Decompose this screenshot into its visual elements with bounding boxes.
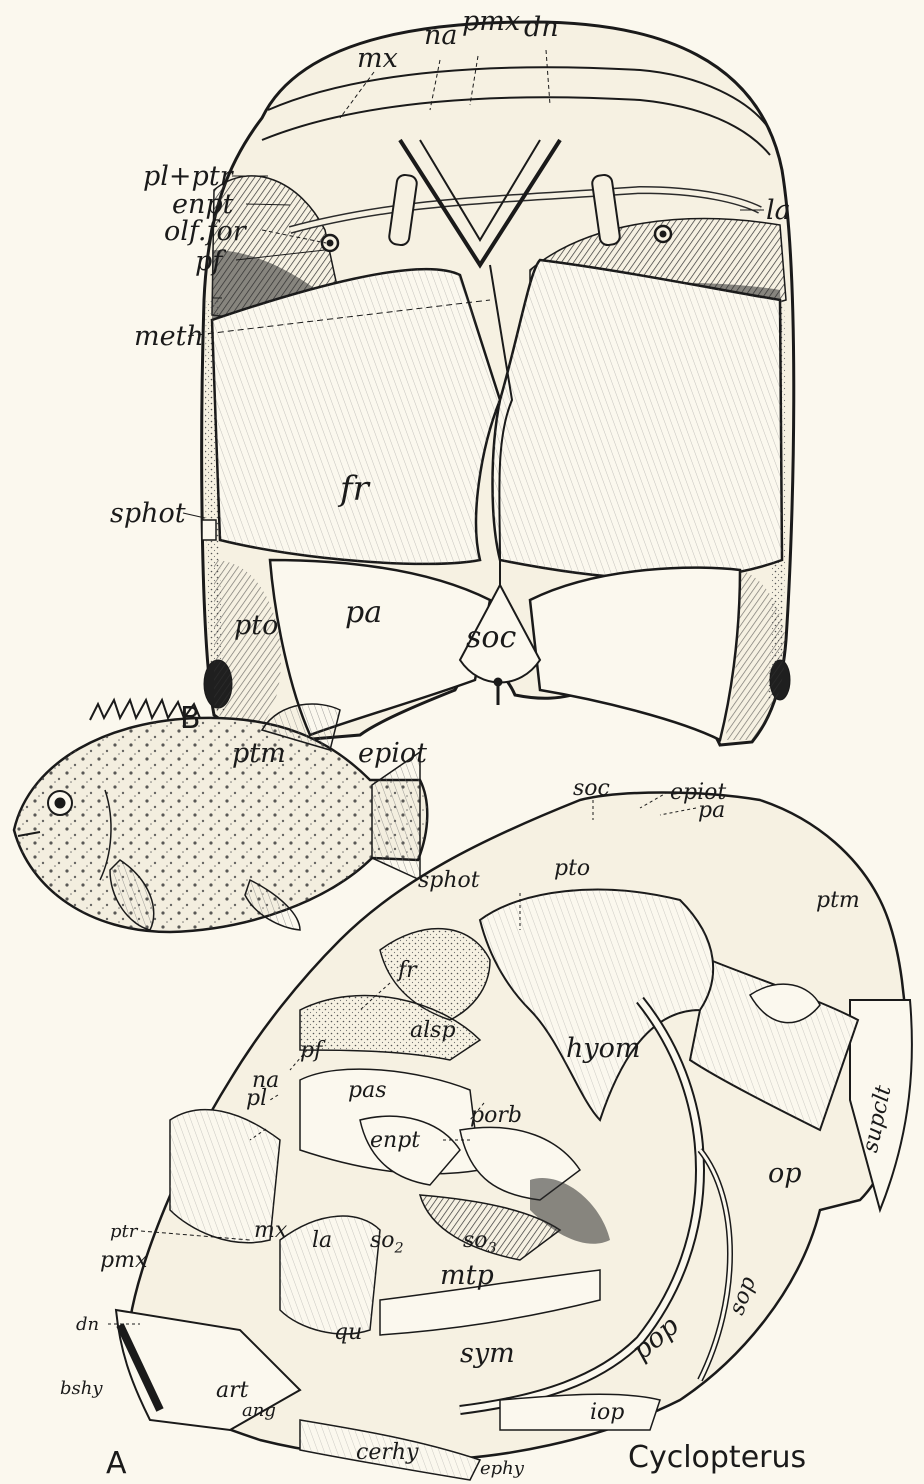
panel-label-b: B (180, 701, 201, 736)
label-b-meth: meth (134, 323, 204, 350)
label-b-la: la (766, 197, 791, 224)
label-a-pto: pto (554, 858, 590, 880)
label-a-iop: iop (590, 1402, 624, 1424)
label-a-pmx: pmx (100, 1250, 147, 1272)
label-a-op: op (768, 1160, 802, 1187)
label-b-mx: mx (357, 45, 398, 72)
genus-caption: Cyclopterus (628, 1440, 806, 1475)
label-b-pa: pa (345, 598, 382, 628)
lumpfish-sketch (14, 700, 427, 932)
label-b-fr: fr (340, 472, 369, 506)
label-b-olf-for: olf.for (164, 218, 246, 245)
label-a-qu: qu (334, 1322, 362, 1344)
label-a-la: la (312, 1230, 332, 1252)
label-a-alsp: alsp (410, 1020, 456, 1042)
label-a-sphot: sphot (418, 870, 480, 892)
label-b-pf: pf (195, 248, 222, 275)
label-a-so3: so3 (463, 1230, 497, 1256)
label-b-dn: dn (524, 14, 559, 41)
label-a-ptm: ptm (816, 890, 860, 912)
label-a-fr: fr (398, 960, 417, 982)
panel-label-a: A (106, 1446, 127, 1481)
label-a-soc: soc (573, 778, 610, 800)
label-a-cerhy: cerhy (356, 1442, 418, 1464)
label-b-pmx: pmx (462, 8, 520, 35)
label-b-epiot: epiot (358, 740, 427, 767)
label-b-soc: soc (466, 623, 516, 653)
label-a-bshy: bshy (60, 1380, 103, 1398)
label-a-ptr: ptr (110, 1223, 137, 1241)
label-a-art: art (216, 1380, 248, 1402)
label-a-mx: mx (254, 1220, 287, 1242)
label-a-porb: porb (470, 1105, 522, 1127)
label-a-enpt: enpt (370, 1130, 420, 1152)
label-a-sym: sym (460, 1340, 515, 1367)
label-a-ephy: ephy (480, 1460, 524, 1478)
label-a-pf: pf (300, 1040, 322, 1062)
label-a-hyom: hyom (566, 1035, 641, 1062)
label-a-pa: pa (698, 800, 725, 822)
label-b-sphot: sphot (110, 500, 186, 527)
label-b-ptm: ptm (232, 740, 286, 767)
label-a-pas: pas (348, 1080, 387, 1102)
label-a-dn: dn (76, 1316, 99, 1334)
label-b-pl-ptr: pl+ptr (143, 163, 233, 190)
label-a-ang: ang (242, 1402, 276, 1420)
label-b-na: na (424, 22, 458, 49)
label-b-pto: pto (234, 612, 278, 639)
label-b-enpt: enpt (172, 191, 234, 218)
label-a-mtp: mtp (440, 1262, 494, 1289)
label-a-so2: so2 (370, 1230, 404, 1256)
label-a-pl: pl (246, 1088, 267, 1110)
